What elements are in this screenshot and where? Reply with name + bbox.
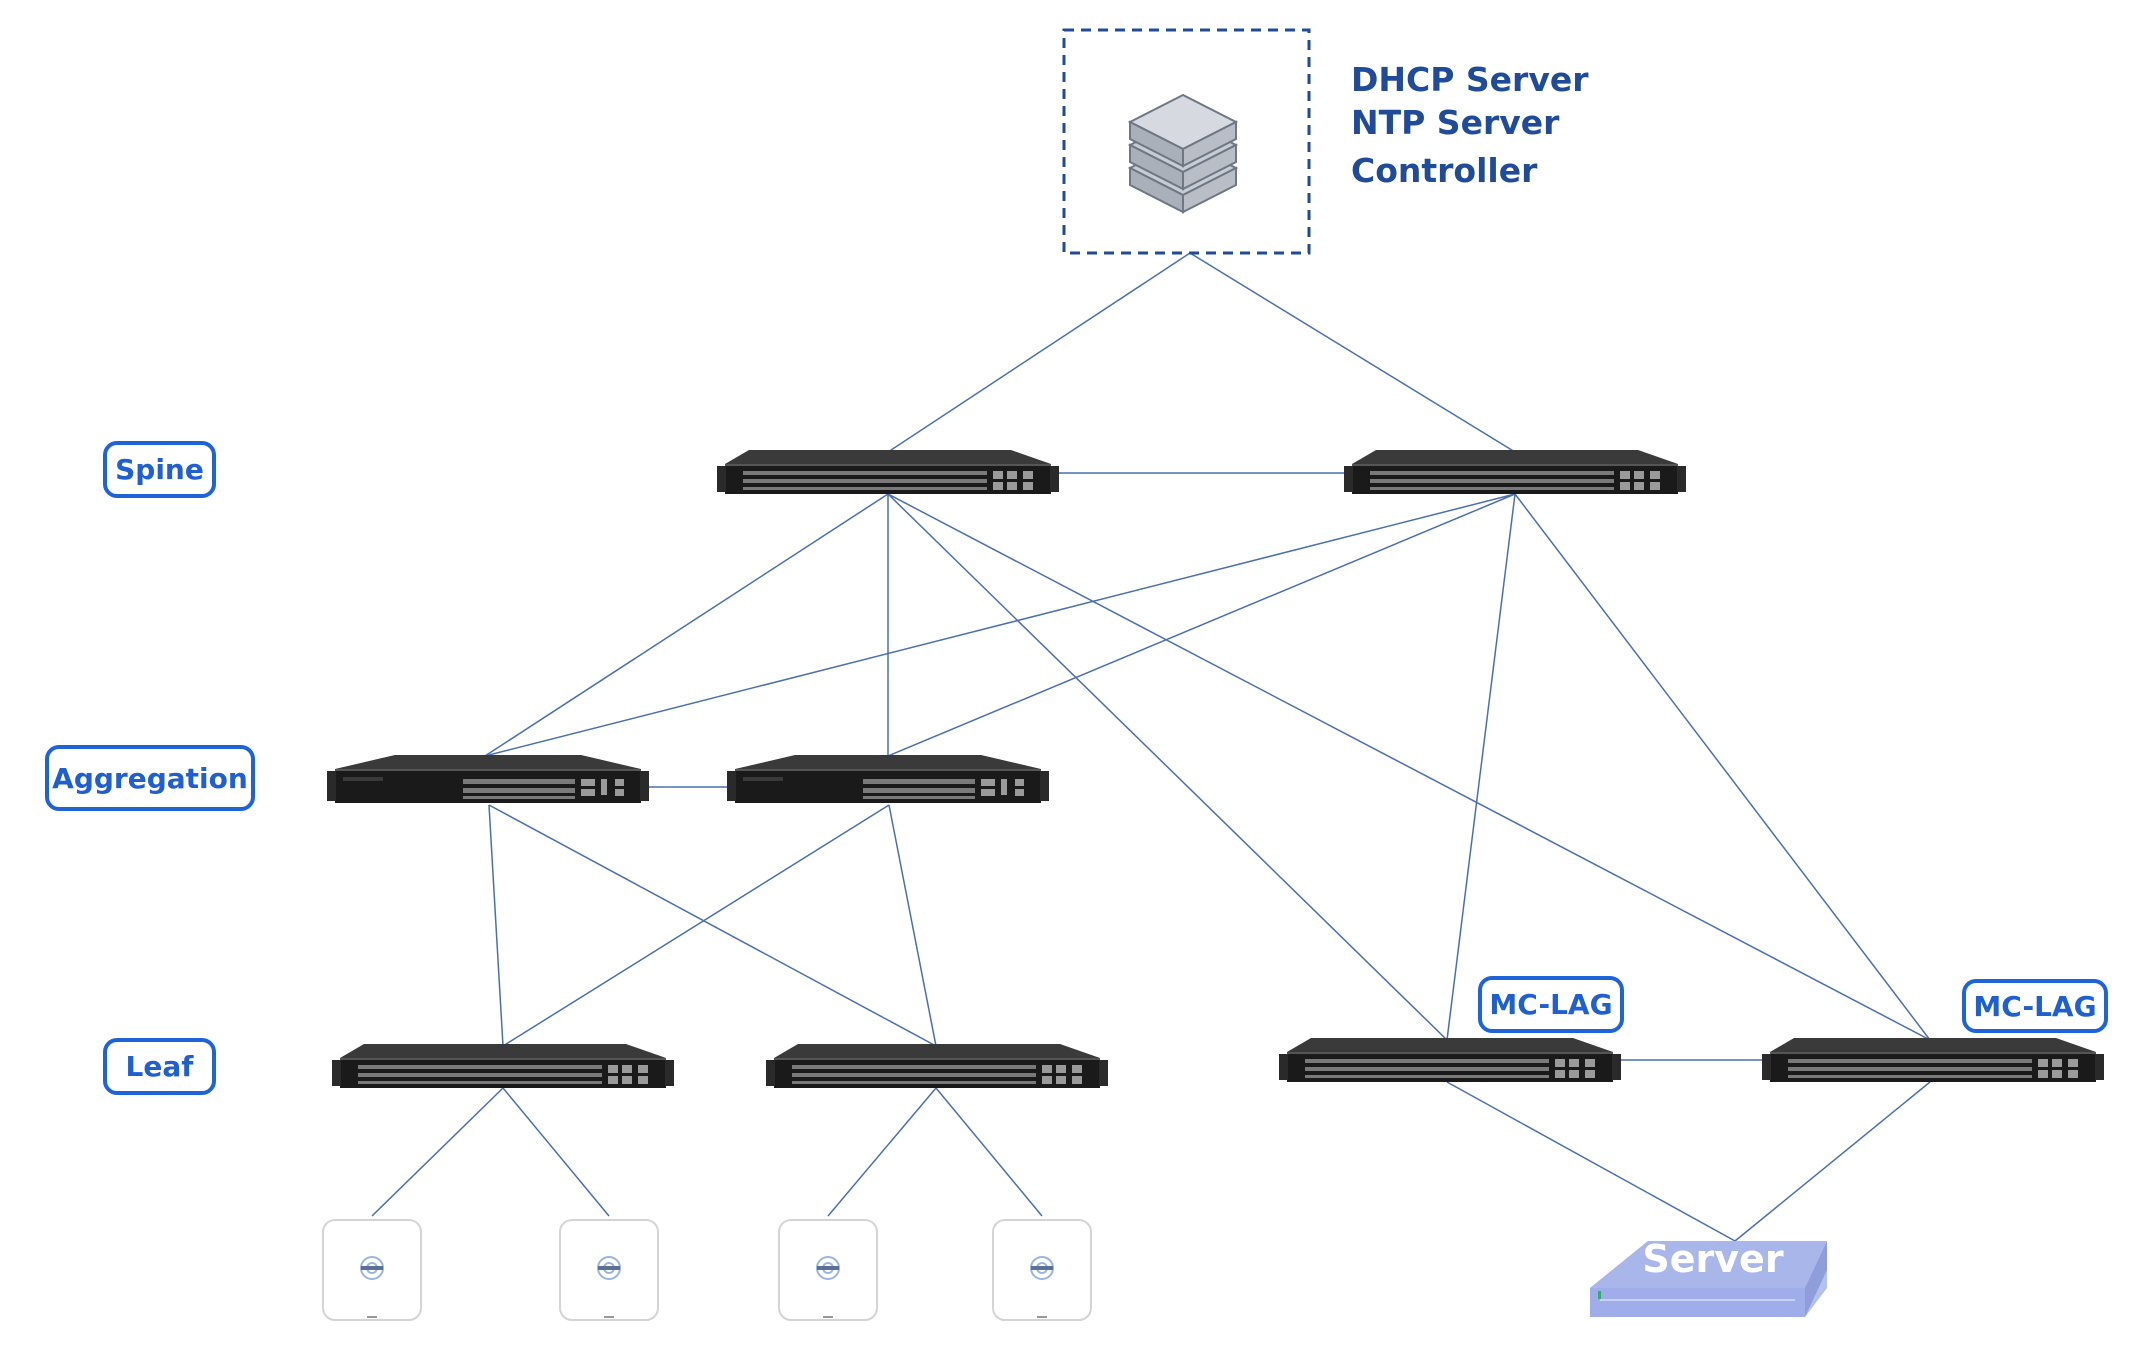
switch-spine-1 (717, 450, 1059, 494)
access-point-3 (778, 1219, 878, 1321)
server-stack-icon (1127, 93, 1239, 214)
link-agg2-leaf2 (888, 804, 937, 1047)
server-device (1590, 1241, 1827, 1317)
switch-aggregation-1 (327, 755, 649, 803)
link-agg2-leaf1 (502, 804, 890, 1047)
link-services-spine1 (887, 252, 1191, 453)
network-switch-icon (327, 755, 649, 803)
link-leaf1-ap1 (371, 1087, 504, 1217)
wireless-access-point-icon (778, 1219, 878, 1321)
tier-label-spine: Spine (103, 441, 216, 498)
wireless-access-point-icon (322, 1219, 422, 1321)
wireless-access-point-icon (992, 1219, 1092, 1321)
wireless-access-point-icon (559, 1219, 659, 1321)
link-agg1-leaf2 (488, 804, 937, 1047)
services-box (1062, 28, 1311, 255)
link-spine2-agg2 (887, 493, 1516, 757)
mclag-label-right: MC-LAG (1962, 979, 2108, 1033)
services-line-ntp: NTP Server (1351, 103, 1560, 142)
link-leaf2-ap3 (827, 1087, 937, 1217)
link-agg1-leaf1 (488, 804, 504, 1047)
switch-leaf-1 (332, 1044, 674, 1088)
mclag-label-left: MC-LAG (1478, 976, 1624, 1033)
switch-spine-2 (1344, 450, 1686, 494)
link-spine2-agg1 (484, 493, 1516, 757)
services-line-dhcp: DHCP Server (1351, 60, 1589, 99)
connection-links (371, 252, 1931, 1242)
network-switch-icon (766, 1044, 1108, 1088)
link-spine1-mclag2 (887, 493, 1931, 1041)
link-leaf2-ap4 (935, 1087, 1043, 1217)
link-spine2-mclag2 (1514, 493, 1931, 1041)
link-services-spine2 (1189, 252, 1516, 453)
network-switch-icon (1344, 450, 1686, 494)
switch-leaf-2 (766, 1044, 1108, 1088)
tier-label-aggregation: Aggregation (45, 745, 255, 811)
services-line-controller: Controller (1351, 151, 1538, 190)
switch-mclag-2 (1762, 1038, 2104, 1082)
rack-server-icon (1590, 1241, 1827, 1317)
access-point-4 (992, 1219, 1092, 1321)
link-spine2-mclag1 (1446, 493, 1516, 1041)
access-point-2 (559, 1219, 659, 1321)
switch-mclag-1 (1279, 1038, 1621, 1082)
network-switch-icon (1762, 1038, 2104, 1082)
link-spine1-mclag1 (887, 493, 1448, 1041)
tier-label-leaf: Leaf (103, 1038, 216, 1095)
link-mclag1-server (1446, 1081, 1736, 1242)
network-switch-icon (717, 450, 1059, 494)
switch-aggregation-2 (727, 755, 1049, 803)
network-switch-icon (332, 1044, 674, 1088)
link-spine1-agg1 (484, 493, 889, 757)
access-point-1 (322, 1219, 422, 1321)
server-label: Server (1642, 1237, 1784, 1281)
link-leaf1-ap2 (502, 1087, 610, 1217)
network-switch-icon (1279, 1038, 1621, 1082)
network-switch-icon (727, 755, 1049, 803)
link-mclag2-server (1734, 1081, 1931, 1242)
